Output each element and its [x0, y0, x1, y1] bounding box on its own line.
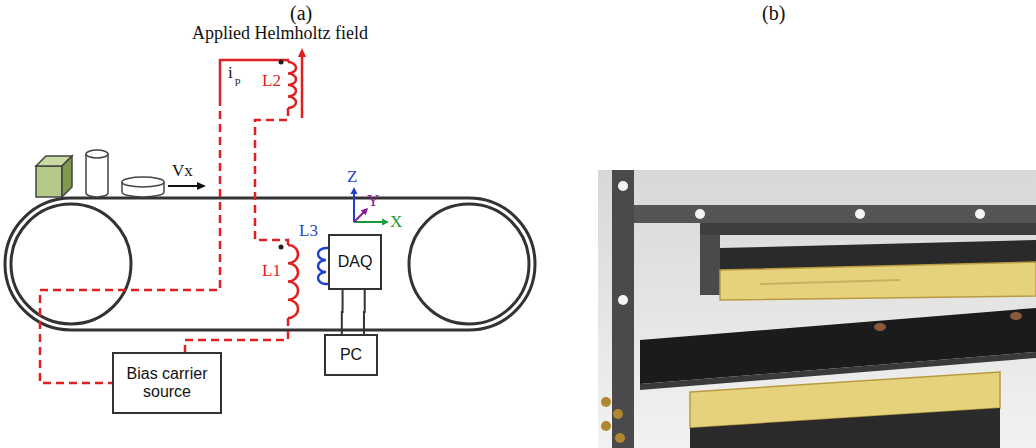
test-bean: [874, 323, 886, 331]
frame-knob: [975, 209, 985, 219]
z-axis: [353, 190, 355, 222]
setup-photo: [598, 170, 1036, 448]
frame-knob: [618, 295, 628, 305]
source-box: Bias carrier source: [112, 352, 222, 414]
box-text: DAQ: [338, 253, 373, 271]
coil-l1: [288, 245, 298, 318]
polarity-dot: [279, 60, 284, 65]
field-label: Applied Helmholtz field: [192, 24, 368, 44]
connector: [615, 433, 625, 443]
frame-knob: [618, 181, 628, 191]
disc-top: [122, 177, 164, 187]
axis-label: Z: [347, 168, 357, 187]
daq-box: DAQ: [328, 234, 382, 290]
test-bean: [1010, 312, 1022, 320]
panel-label: (a): [290, 2, 312, 24]
velocity-label: Vx: [172, 162, 193, 181]
coil-label: L3: [299, 222, 318, 241]
conveyor-belt: [5, 198, 535, 330]
coil-l2: [288, 62, 296, 108]
velocity-arrow: [168, 185, 202, 187]
cylinder-top: [86, 150, 108, 158]
frame-knob: [695, 209, 705, 219]
frame-beam: [634, 205, 1036, 223]
axis-label: Y: [367, 192, 379, 211]
box-text: PC: [340, 346, 362, 364]
solid-wire: [220, 60, 288, 98]
frame-knob: [855, 209, 865, 219]
dashed-wire: [255, 108, 288, 245]
coil-l3: [318, 248, 328, 284]
cube-object: [36, 166, 62, 197]
signal-cable: [341, 290, 344, 334]
belt-roller: [11, 204, 131, 324]
pc-box: PC: [324, 334, 378, 376]
coil-housing: [690, 408, 1000, 448]
box-text: Bias carrier source: [118, 365, 216, 402]
axis-label: X: [390, 213, 402, 232]
cylinder-object: [86, 154, 108, 197]
upper-coil: [720, 262, 1036, 300]
panel-label: (b): [762, 2, 785, 24]
dashed-wire: [185, 318, 288, 352]
frame-post: [700, 235, 720, 295]
test-objects: [36, 150, 164, 197]
coil-winding-mark: [760, 280, 900, 284]
connector: [613, 409, 623, 419]
current-symbol: i: [228, 64, 233, 83]
connector: [601, 397, 611, 407]
field-arrow: [301, 52, 304, 118]
connector: [601, 421, 611, 431]
coil-label: L1: [262, 262, 281, 281]
x-axis: [354, 221, 386, 223]
belt-roller: [409, 204, 529, 324]
frame-post: [612, 170, 634, 448]
coil-l3-winding: [318, 248, 328, 284]
signal-cable: [363, 290, 366, 334]
frame-rail: [700, 223, 1036, 235]
excitation-wiring: [40, 60, 298, 383]
photo-background: [598, 170, 1036, 448]
coil-label: L2: [262, 72, 281, 91]
current-subscript: p: [235, 74, 241, 86]
polarity-dot: [279, 245, 284, 250]
cube-side: [62, 156, 72, 197]
y-axis: [354, 210, 366, 222]
